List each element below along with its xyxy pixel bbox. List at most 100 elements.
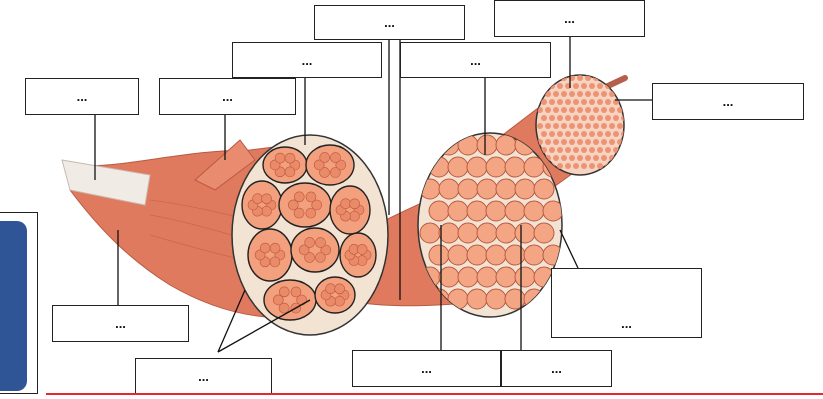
- fiber: [524, 289, 544, 309]
- label-box-1: ...: [25, 78, 139, 115]
- fiber: [448, 289, 468, 309]
- myofibril: [561, 107, 567, 113]
- myofibril: [609, 107, 615, 113]
- fiber: [420, 135, 440, 155]
- fiber: [486, 289, 506, 309]
- myofibril: [589, 99, 595, 105]
- fiber-dot: [315, 252, 325, 262]
- myofibril: [613, 147, 619, 153]
- myofibril: [545, 91, 551, 97]
- fiber: [467, 201, 487, 221]
- myofibril: [597, 131, 603, 137]
- fiber-dot: [335, 284, 345, 294]
- myofibril: [585, 107, 591, 113]
- myofibril: [597, 83, 603, 89]
- myofibril: [553, 139, 559, 145]
- myofibril: [541, 131, 547, 137]
- myofibril: [569, 123, 575, 129]
- fiber: [458, 135, 478, 155]
- label-box-8: ...: [52, 305, 189, 342]
- fascicle: [264, 280, 316, 320]
- fiber: [458, 179, 478, 199]
- myofibril: [605, 147, 611, 153]
- myofibril: [557, 83, 563, 89]
- fiber: [486, 245, 506, 265]
- fiber: [505, 157, 525, 177]
- myofibril: [585, 123, 591, 129]
- myofibril: [597, 147, 603, 153]
- fiber-dot: [330, 167, 340, 177]
- myofibril: [557, 131, 563, 137]
- myofibril: [589, 115, 595, 121]
- fiber: [467, 157, 487, 177]
- fiber-dot: [306, 208, 316, 218]
- myofibril: [545, 123, 551, 129]
- myofibril: [613, 163, 619, 169]
- fiber-dot: [285, 153, 295, 163]
- fiber-dot: [275, 153, 285, 163]
- myofibril: [621, 83, 627, 89]
- myofibril: [577, 75, 583, 81]
- myofibril: [553, 155, 559, 161]
- fiber: [429, 245, 449, 265]
- myofibril: [541, 115, 547, 121]
- myofibril: [557, 115, 563, 121]
- fascicle: [291, 228, 339, 272]
- myofibril: [553, 91, 559, 97]
- bottom-rule: [46, 393, 823, 395]
- myofibril: [577, 107, 583, 113]
- myofibril: [613, 115, 619, 121]
- myofibril: [593, 91, 599, 97]
- myofibril: [617, 155, 623, 161]
- label-box-9: ...: [551, 268, 702, 338]
- fiber: [496, 179, 516, 199]
- myofibril: [581, 115, 587, 121]
- fiber-dot: [294, 192, 304, 202]
- myofibril: [577, 91, 583, 97]
- myofibril: [549, 147, 555, 153]
- fiber: [448, 201, 468, 221]
- fiber: [477, 267, 497, 287]
- myofibril: [621, 163, 627, 169]
- fiber: [543, 201, 563, 221]
- fiber: [505, 201, 525, 221]
- fiber: [477, 135, 497, 155]
- fiber: [505, 289, 525, 309]
- fiber-dot: [331, 153, 341, 163]
- fiber: [439, 223, 459, 243]
- label-box-10: ...: [135, 358, 272, 394]
- fiber: [496, 267, 516, 287]
- myofibril: [569, 91, 575, 97]
- label-box-4: ...: [314, 5, 465, 40]
- fiber: [515, 179, 535, 199]
- myofibril: [617, 91, 623, 97]
- fiber: [477, 223, 497, 243]
- myofibril: [537, 123, 543, 129]
- myofibril: [581, 83, 587, 89]
- myofibril: [557, 99, 563, 105]
- myofibril: [569, 155, 575, 161]
- label-box-11: ...: [352, 350, 501, 387]
- myofibril: [545, 139, 551, 145]
- myofibril: [565, 131, 571, 137]
- myofibril: [541, 83, 547, 89]
- fiber: [515, 223, 535, 243]
- myofibril: [561, 139, 567, 145]
- myofibril: [601, 107, 607, 113]
- myofibril: [573, 115, 579, 121]
- fiber: [534, 179, 554, 199]
- fiber: [467, 245, 487, 265]
- fiber-dot: [320, 152, 330, 162]
- fiber: [534, 223, 554, 243]
- myofibril: [581, 131, 587, 137]
- myofibril: [545, 107, 551, 113]
- myofibril: [601, 139, 607, 145]
- myofibril: [605, 99, 611, 105]
- fiber-dot: [270, 257, 280, 267]
- label-box-6: ...: [494, 0, 645, 37]
- myofibril: [565, 115, 571, 121]
- myofibril: [601, 123, 607, 129]
- fiber-dot: [357, 244, 367, 254]
- myofibril: [601, 75, 607, 81]
